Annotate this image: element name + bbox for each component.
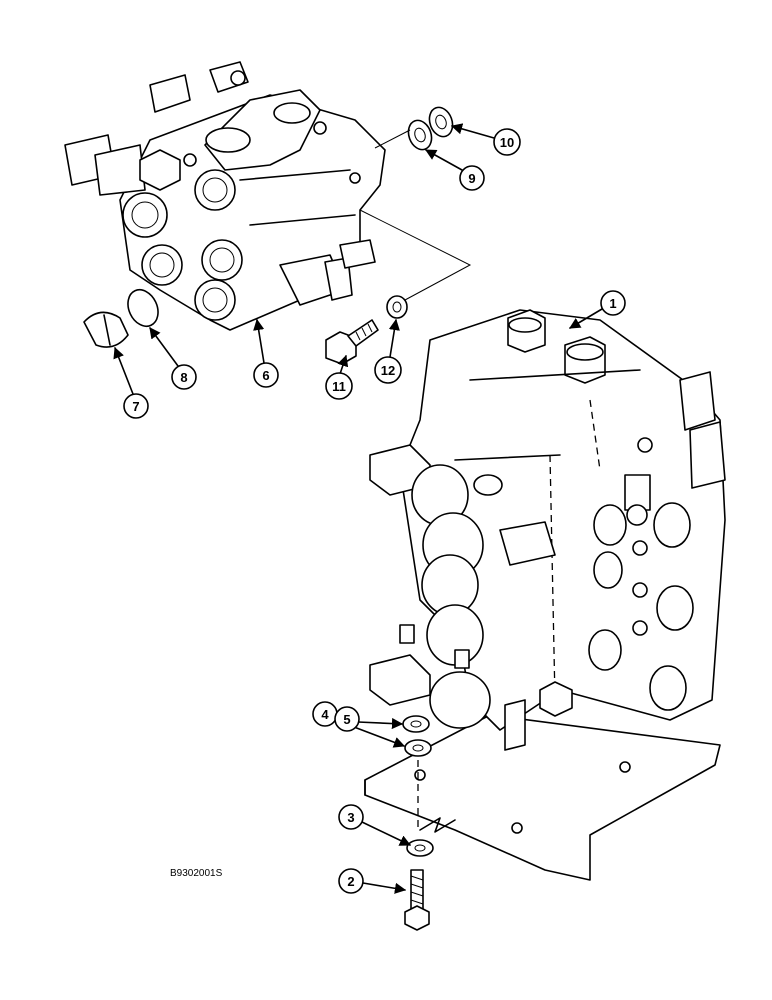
callout-1: 1 — [569, 290, 626, 329]
bolt-11 — [325, 319, 379, 365]
main-valve-assembly-1 — [364, 309, 726, 881]
callout-5: 5 — [334, 706, 406, 748]
callout-8: 8 — [149, 327, 197, 390]
callout-label-9: 9 — [468, 171, 475, 186]
callout-6: 6 — [253, 318, 279, 388]
callout-3: 3 — [338, 804, 412, 846]
callout-label-12: 12 — [381, 363, 395, 378]
callout-label-6: 6 — [262, 368, 269, 383]
callout-4: 4 — [312, 701, 338, 727]
callout-label-11: 11 — [332, 379, 346, 394]
callout-label-2: 2 — [347, 874, 354, 889]
callout-7: 7 — [113, 346, 149, 419]
callout-label-10: 10 — [500, 135, 514, 150]
washer-3 — [406, 839, 434, 857]
callout-label-1: 1 — [609, 296, 616, 311]
callout-10: 10 — [450, 123, 521, 156]
o-ring-8 — [127, 288, 159, 328]
plug-cap-7 — [83, 311, 129, 348]
washers-9-10 — [407, 106, 454, 151]
callout-label-8: 8 — [180, 370, 187, 385]
callout-label-7: 7 — [132, 399, 139, 414]
callout-label-3: 3 — [347, 810, 354, 825]
washer-12 — [386, 295, 408, 319]
callout-11: 11 — [325, 354, 353, 400]
callout-label-5: 5 — [343, 712, 350, 727]
drawing-code: B9302001S — [170, 868, 223, 879]
callout-label-4: 4 — [321, 707, 329, 722]
valve-section-6 — [64, 61, 472, 331]
callout-9: 9 — [425, 149, 485, 191]
bolt-2 — [404, 869, 430, 931]
callout-12: 12 — [374, 318, 402, 384]
callout-2: 2 — [338, 868, 407, 894]
